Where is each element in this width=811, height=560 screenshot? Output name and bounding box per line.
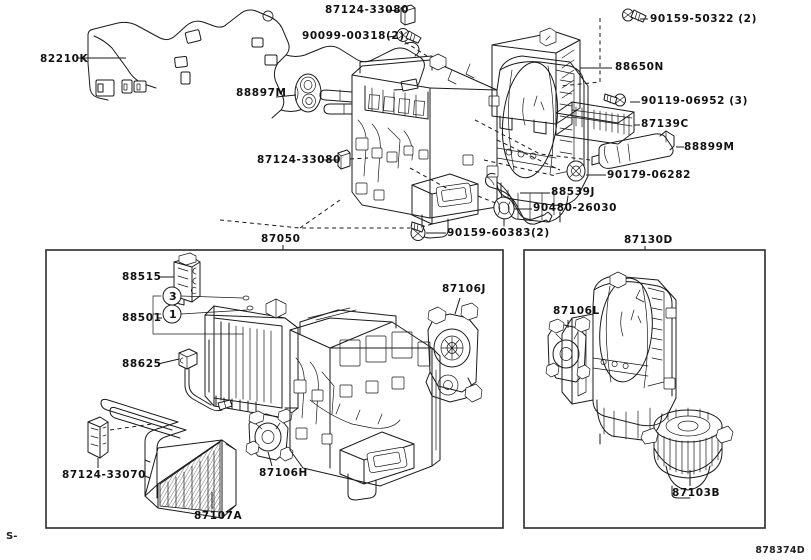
callout-87106j: 87106J [442,283,487,295]
sheet-corner-mark: S- [6,531,18,542]
callout-87124-33080-lower: 87124-33080 [257,154,342,166]
part-87124-33080-clip-lower [337,149,351,170]
panel-87130d-border [523,249,766,529]
assembly-heater-case-left-panel [289,307,441,501]
part-88501-evaporator [204,295,299,419]
part-87107a-heater-radiator-unit [100,398,237,519]
part-90179-06282-nut [566,160,586,182]
part-87106h-air-mix-servo [245,408,294,462]
part-82210k-wire-harness [87,9,425,119]
part-87139c-cabin-air-filter [555,101,635,145]
part-87124-33080-clip-upper [400,4,416,26]
part-90159-60383-screw [410,221,426,241]
part-87106j-mode-servo [425,302,483,403]
part-88515-expansion-valve [173,252,201,306]
part-90480-26030-clamp [493,196,515,220]
callout-88515: 88515 [122,271,162,283]
sheet-code: 878374D [755,545,805,556]
part-87103b-blower-motor [640,407,734,499]
callout-88899m: 88899M [684,141,735,153]
callout-87130d: 87130D [624,234,673,246]
callout-87107a: 87107A [194,510,243,522]
part-87106l-air-inlet-servo [545,316,591,383]
callout-88625: 88625 [122,358,162,370]
item-marker-3: 3 [169,290,178,303]
part-88899m-refrigerant-pipe [591,130,675,169]
part-88539j-cooler-hose [485,173,553,225]
part-88897m-blower-resistor [294,73,322,113]
leader-lines [78,9,691,509]
callout-87103b: 87103B [672,487,721,499]
callout-87106l: 87106L [553,305,600,317]
callout-90480-26030: 90480-26030 [533,202,618,214]
panel-87050-border [45,249,504,529]
callout-90159-60383: 90159-60383(2) [447,227,550,239]
callout-87139c: 87139C [641,118,689,130]
callout-88501: 88501 [122,312,162,324]
part-90099-00318-screw [396,28,422,44]
callout-82210k: 82210K [40,53,89,65]
callout-87124-33080-upper: 87124-33080 [325,4,410,16]
part-90119-06952-bolt [603,93,626,107]
part-88625-thermistor [178,348,233,412]
item-marker-1: 1 [169,308,178,321]
callout-87050: 87050 [261,233,301,245]
assembly-dashed-lines-top [219,18,601,229]
part-87130d-blower-case [561,271,677,445]
part-87124-33070-clamp [87,416,109,459]
callout-90099-00318: 90099-00318(2) [302,30,405,42]
part-90159-50322-screw [622,8,647,23]
callout-90159-50322: 90159-50322 (2) [650,13,757,25]
callout-88650n: 88650N [615,61,664,73]
part-88650n-ac-amplifier [491,27,581,135]
callout-88897m: 88897M [236,87,287,99]
callout-90119-06952: 90119-06952 (3) [641,95,748,107]
callout-87106h: 87106H [259,467,308,479]
callout-90179-06282: 90179-06282 [607,169,692,181]
item-marker-brackets [152,286,248,335]
callout-88539j: 88539J [551,186,596,198]
callout-87124-33070: 87124-33070 [62,469,147,481]
